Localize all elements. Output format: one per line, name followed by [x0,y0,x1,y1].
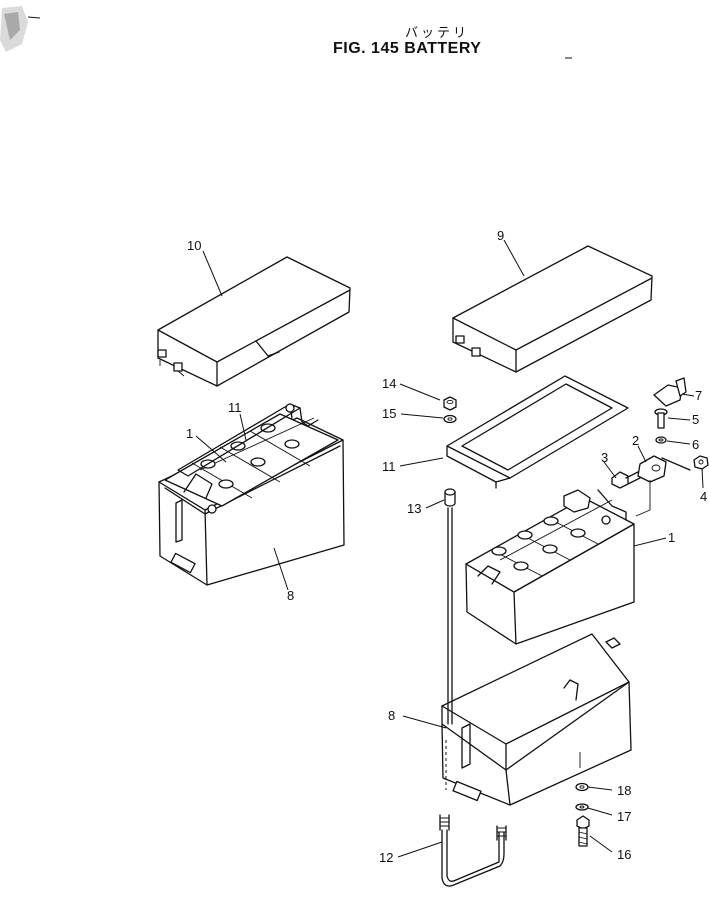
part-label: 17 [617,809,631,824]
part-label: 8 [287,588,294,603]
battery-holder-icon [177,403,319,514]
part-label: 18 [617,783,631,798]
battery-box-icon [441,633,632,806]
part-label: 7 [695,388,702,403]
part-label: 2 [632,433,639,448]
part-label: 6 [692,437,699,452]
washer-icon [443,414,457,424]
part-label: 1 [668,530,675,545]
battery-cover-icon [157,256,351,387]
nut-icon [693,455,709,470]
part-label: 13 [407,501,421,516]
scan-smudge [0,6,41,52]
part-label: 3 [601,450,608,465]
bolt-icon [576,815,590,847]
part-label: 4 [700,489,707,504]
battery-icon [465,489,635,645]
part-label: 11 [228,400,242,415]
part-label: 9 [497,228,504,243]
spacer-icon [444,488,456,507]
battery-cover-icon [452,245,653,373]
part-label: 10 [187,238,201,253]
battery-holder-icon [446,375,629,489]
nut-icon [443,396,457,411]
battery-box-icon [158,417,345,586]
u-bolt-icon [439,814,507,887]
part-label: 14 [382,376,396,391]
washer-icon [575,782,589,792]
part-label: 16 [617,847,631,862]
bolt-icon [611,471,641,489]
part-label: 8 [388,708,395,723]
washer-icon [655,436,667,444]
part-label: 12 [379,850,393,865]
part-label: 5 [692,412,699,427]
part-label: 11 [382,459,396,474]
terminal-clamp-icon [635,455,691,517]
washer-icon [575,803,589,811]
part-number-labels: 10 9 11 1 8 14 15 11 13 7 5 6 2 3 4 1 8 … [186,228,707,865]
figure-title: FIG. 145 BATTERY [333,40,482,57]
part-label: 1 [186,426,193,441]
bolt-icon [654,408,668,429]
title-japanese: バッテリ [405,26,470,41]
part-label: 15 [382,406,396,421]
leader-lines [195,239,704,858]
terminal-cap-icon [653,377,687,407]
